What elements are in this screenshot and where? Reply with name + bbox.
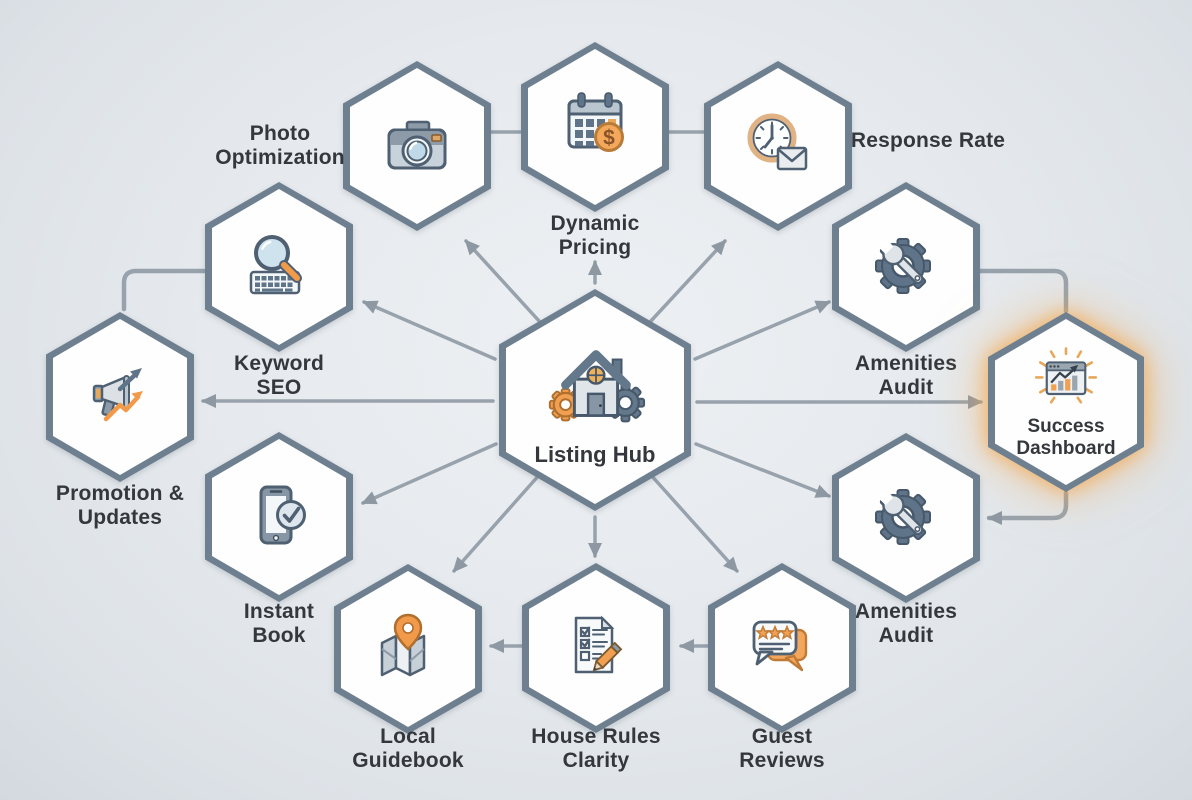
gear-wrench-icon bbox=[866, 227, 946, 307]
house-gears-icon bbox=[541, 333, 649, 441]
node-response-rate bbox=[704, 61, 852, 231]
label-instant-book: Instant Book bbox=[243, 600, 315, 647]
label-amenities-audit-top: Amenities Audit bbox=[854, 352, 958, 399]
map-pin-icon bbox=[368, 609, 448, 689]
node-guest-reviews bbox=[708, 563, 856, 733]
label-listing-hub: Listing Hub bbox=[534, 441, 656, 467]
magnifier-keyboard-icon bbox=[239, 227, 319, 307]
label-amenities-audit-bottom: Amenities Audit bbox=[854, 600, 958, 647]
calendar-dollar-icon bbox=[555, 87, 635, 167]
label-keyword-seo: Keyword SEO bbox=[233, 352, 325, 399]
label-response-rate: Response Rate bbox=[850, 129, 1006, 152]
label-photo-optimization: Photo Optimization bbox=[215, 122, 345, 169]
node-listing-hub: Listing Hub bbox=[499, 289, 691, 511]
megaphone-arrows-icon bbox=[80, 357, 160, 437]
label-promotion-updates: Promotion & Updates bbox=[55, 482, 185, 529]
camera-icon bbox=[377, 106, 457, 186]
node-success-dashboard: Success Dashboard bbox=[988, 312, 1144, 492]
gear-wrench-icon bbox=[866, 478, 946, 558]
label-dynamic-pricing: Dynamic Pricing bbox=[550, 212, 640, 259]
node-photo-optimization bbox=[343, 61, 491, 231]
checklist-pencil-icon bbox=[556, 608, 636, 688]
label-house-rules-clarity: House Rules Clarity bbox=[531, 725, 661, 772]
node-amenities-audit-top bbox=[832, 182, 980, 352]
chat-stars-icon bbox=[742, 608, 822, 688]
node-dynamic-pricing bbox=[521, 42, 669, 212]
label-guest-reviews: Guest Reviews bbox=[739, 725, 825, 772]
node-amenities-audit-bottom bbox=[832, 433, 980, 603]
node-promotion-updates bbox=[46, 312, 194, 482]
node-local-guidebook bbox=[334, 564, 482, 734]
label-success-dashboard: Success Dashboard bbox=[1016, 416, 1116, 459]
label-local-guidebook: Local Guidebook bbox=[352, 725, 464, 772]
smartphone-check-icon bbox=[239, 477, 319, 557]
clock-envelope-icon bbox=[738, 106, 818, 186]
dashboard-chart-icon bbox=[1031, 345, 1101, 415]
node-keyword-seo bbox=[205, 182, 353, 352]
node-house-rules-clarity bbox=[522, 563, 670, 733]
node-instant-book bbox=[205, 432, 353, 602]
